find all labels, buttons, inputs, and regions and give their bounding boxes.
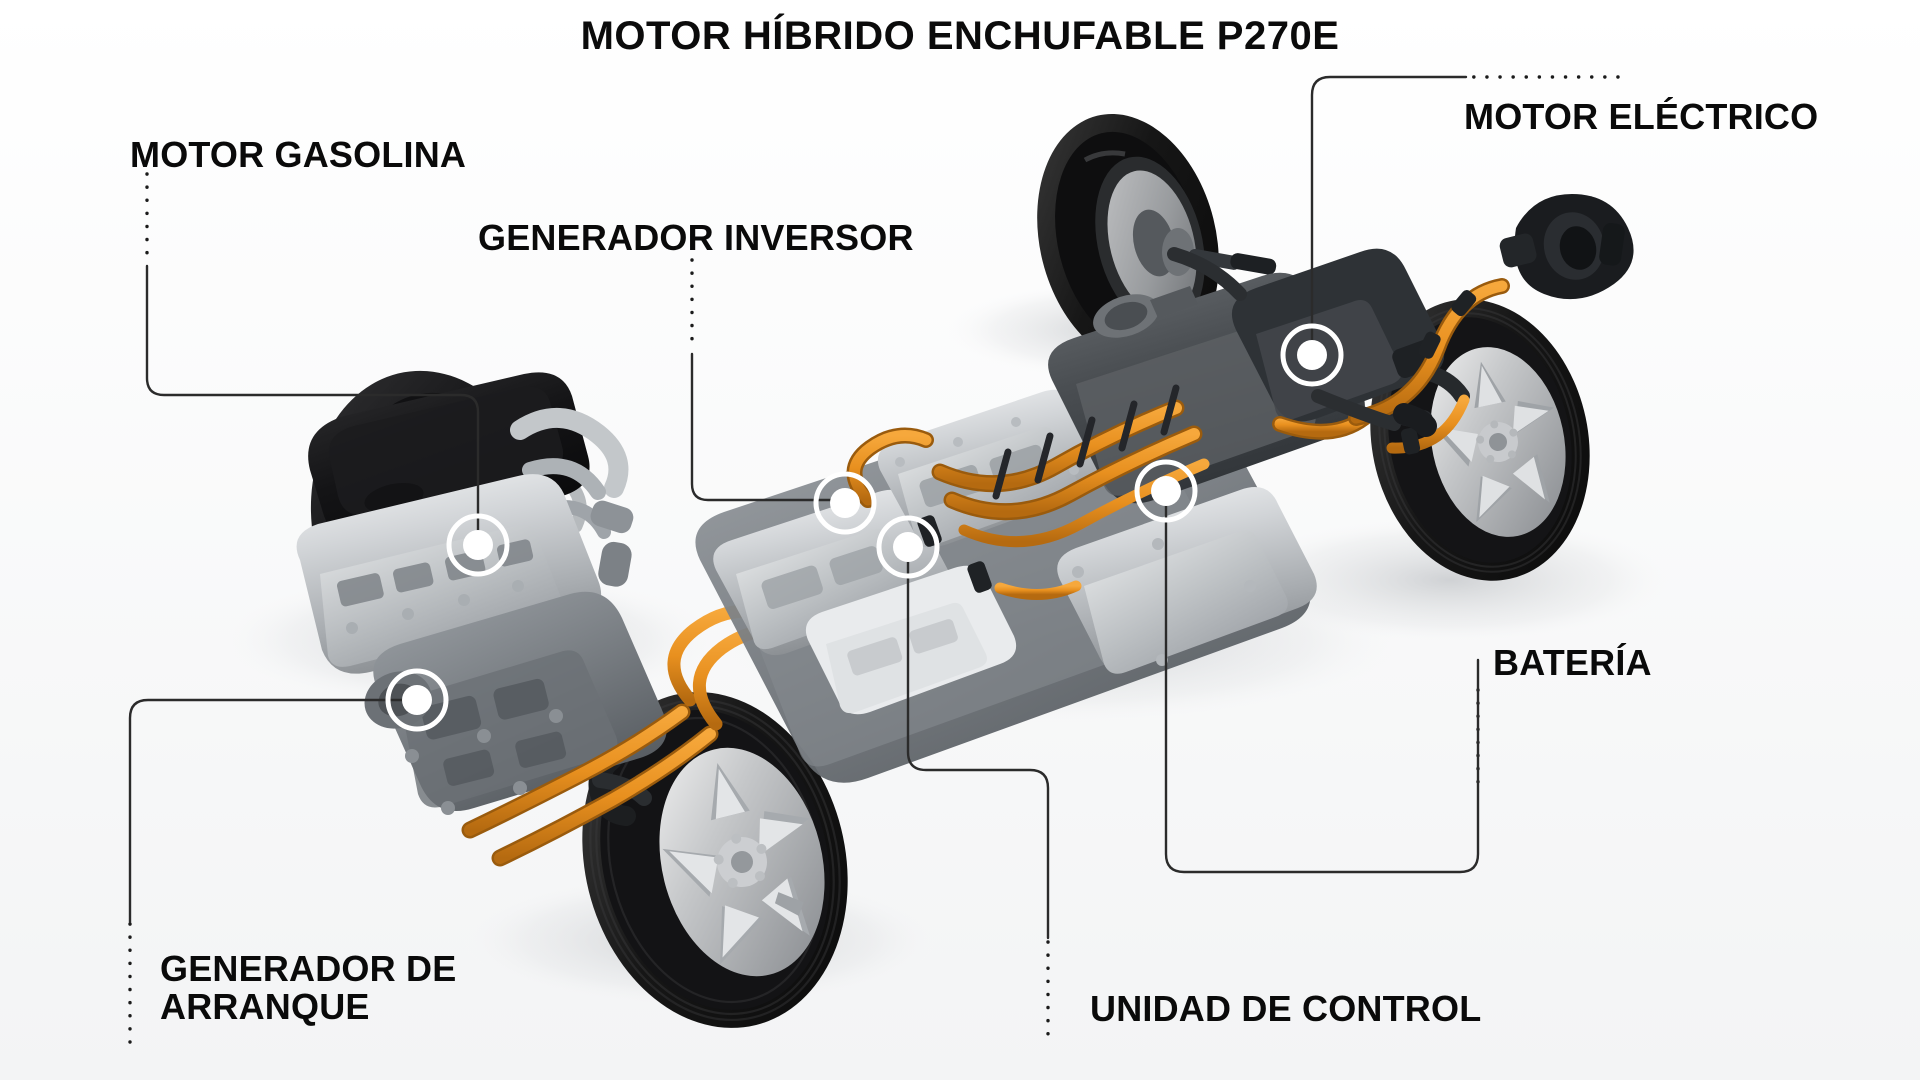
marker-generador-inversor — [813, 471, 877, 535]
marker-motor-gasolina — [446, 513, 510, 577]
marker-motor-electrico — [1280, 323, 1344, 387]
page-title: MOTOR HÍBRIDO ENCHUFABLE P270E — [580, 14, 1340, 58]
marker-generador-arranque — [385, 668, 449, 732]
callout-label-motor-gasolina: MOTOR GASOLINA — [130, 134, 467, 175]
driveshafts — [1167, 247, 1437, 437]
charge-port — [1499, 194, 1634, 300]
hv-cable-front — [461, 604, 803, 867]
callout-label-motor-electrico: MOTOR ELÉCTRICO — [1464, 96, 1819, 137]
callout-label-bateria: BATERÍA — [1493, 642, 1652, 683]
callout-leader-lines — [128, 75, 1620, 1052]
marker-bateria — [1134, 459, 1198, 523]
marker-unidad-control — [876, 515, 940, 579]
callout-label-unidad-de-control: UNIDAD DE CONTROL — [1090, 988, 1482, 1029]
callout-label-generador-de-arranque: GENERADOR DE ARRANQUE — [160, 948, 457, 1028]
callout-markers — [385, 323, 1344, 732]
callout-label-generador-inversor: GENERADOR INVERSOR — [478, 217, 914, 258]
gasoline-engine-assembly — [296, 372, 667, 815]
